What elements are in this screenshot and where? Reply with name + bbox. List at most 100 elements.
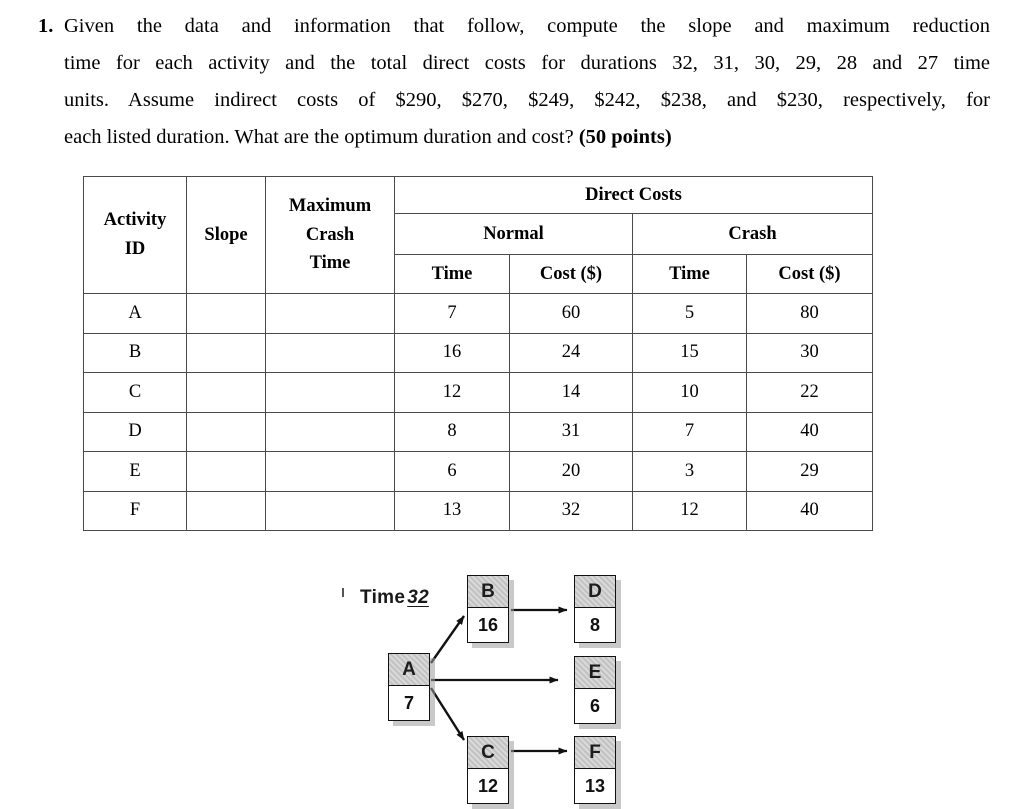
diagram-node-b: B 16 (467, 575, 514, 648)
cell-normal-cost: 14 (509, 372, 633, 413)
question-line-1: 1. Given the data and information that f… (38, 8, 990, 45)
table-header-row-1: Activity ID Slope Maximum Crash Time Dir… (83, 176, 874, 294)
header-crash-time: Time (632, 254, 747, 294)
cell-crash-cost: 40 (745, 411, 874, 452)
diagram-time-value: 32 (407, 587, 429, 608)
cell-crash-cost: 40 (745, 490, 874, 531)
header-activity-id: Activity ID (83, 176, 187, 294)
cell-slope[interactable] (186, 372, 266, 413)
cell-crash-time: 3 (632, 451, 747, 492)
question-line-3: units. Assume indirect costs of $290, $2… (38, 82, 990, 119)
cell-activity-id: D (83, 411, 187, 452)
node-body: C 12 (467, 736, 509, 804)
question-line-4-body: each listed duration. What are the optim… (64, 126, 574, 148)
header-crash: Crash (631, 213, 874, 255)
cell-crash-time: 5 (632, 293, 747, 334)
header-max-crash-time-line1: Maximum (288, 195, 372, 216)
cell-crash-time: 12 (632, 490, 747, 531)
header-normal-time: Time (394, 254, 510, 294)
cell-max-crash-time[interactable] (265, 411, 395, 452)
diagram-node-c: C 12 (467, 736, 514, 809)
node-f-value: 13 (575, 769, 615, 803)
header-crash-cost: Cost ($) (745, 254, 874, 294)
cell-slope[interactable] (186, 293, 266, 334)
cell-slope[interactable] (186, 490, 266, 531)
node-body: D 8 (574, 575, 616, 643)
cell-normal-time: 6 (394, 451, 510, 492)
tick-mark-icon (342, 588, 344, 597)
cell-slope[interactable] (186, 332, 266, 373)
cell-slope[interactable] (186, 451, 266, 492)
node-d-value: 8 (575, 608, 615, 642)
cell-crash-time: 15 (632, 332, 747, 373)
diagram-node-f: F 13 (574, 736, 621, 809)
node-e-value: 6 (575, 689, 615, 723)
question-line-2: time for each activity and the total dir… (38, 45, 990, 82)
cell-normal-cost: 20 (509, 451, 633, 492)
node-e-letter: E (575, 657, 615, 689)
cell-max-crash-time[interactable] (265, 332, 395, 373)
cell-crash-cost: 22 (745, 372, 874, 413)
cell-slope[interactable] (186, 411, 266, 452)
question-line-3-text: units. Assume indirect costs of $290, $2… (64, 89, 990, 111)
node-body: F 13 (574, 736, 616, 804)
cell-crash-cost: 80 (745, 293, 874, 334)
header-max-crash-time-line3: Time (309, 253, 351, 274)
node-b-value: 16 (468, 608, 508, 642)
edge-a-c (429, 687, 466, 741)
cell-normal-cost: 60 (509, 293, 633, 334)
diagram-node-d: D 8 (574, 575, 621, 648)
cell-max-crash-time[interactable] (265, 490, 395, 531)
cell-normal-time: 13 (394, 490, 510, 531)
cell-normal-cost: 24 (509, 332, 633, 373)
node-a-letter: A (389, 654, 429, 686)
cell-max-crash-time[interactable] (265, 451, 395, 492)
header-max-crash-time-line2: Crash (305, 224, 355, 245)
cell-activity-id: E (83, 451, 187, 492)
activity-crash-table: Activity ID Slope Maximum Crash Time Dir… (83, 176, 874, 531)
cell-crash-cost: 30 (745, 332, 874, 373)
cell-crash-time: 10 (632, 372, 747, 413)
node-b-letter: B (468, 576, 508, 608)
node-body: E 6 (574, 656, 616, 724)
cell-max-crash-time[interactable] (265, 372, 395, 413)
header-slope: Slope (186, 176, 266, 294)
node-d-letter: D (575, 576, 615, 608)
header-activity-id-line2: ID (124, 239, 146, 259)
node-c-letter: C (468, 737, 508, 769)
cell-max-crash-time[interactable] (265, 293, 395, 334)
question-number: 1. (38, 15, 54, 37)
cell-normal-time: 12 (394, 372, 510, 413)
cell-activity-id: C (83, 372, 187, 413)
cell-normal-time: 7 (394, 293, 510, 334)
node-c-value: 12 (468, 769, 508, 803)
node-f-letter: F (575, 737, 615, 769)
node-body: B 16 (467, 575, 509, 643)
points-label: (50 points) (578, 126, 672, 148)
edge-a-b (430, 615, 465, 664)
cell-activity-id: A (83, 293, 187, 334)
header-max-crash-time: Maximum Crash Time (265, 176, 395, 294)
cell-crash-time: 7 (632, 411, 747, 452)
question-line-2-text: time for each activity and the total dir… (64, 52, 990, 74)
cell-normal-time: 8 (394, 411, 510, 452)
network-edges (429, 606, 568, 755)
diagram-node-e: E 6 (574, 656, 621, 729)
question-line-4-text: each listed duration. What are the optim… (64, 119, 990, 156)
header-normal-cost: Cost ($) (509, 254, 633, 294)
node-a-value: 7 (389, 686, 429, 720)
table-header-row-2: Normal Crash (84, 213, 874, 255)
table-header-row-3: Time Cost ($) Time Cost ($) (84, 254, 874, 294)
cell-normal-cost: 31 (509, 411, 633, 452)
header-normal: Normal (394, 213, 633, 255)
question-line-4: each listed duration. What are the optim… (38, 119, 990, 156)
